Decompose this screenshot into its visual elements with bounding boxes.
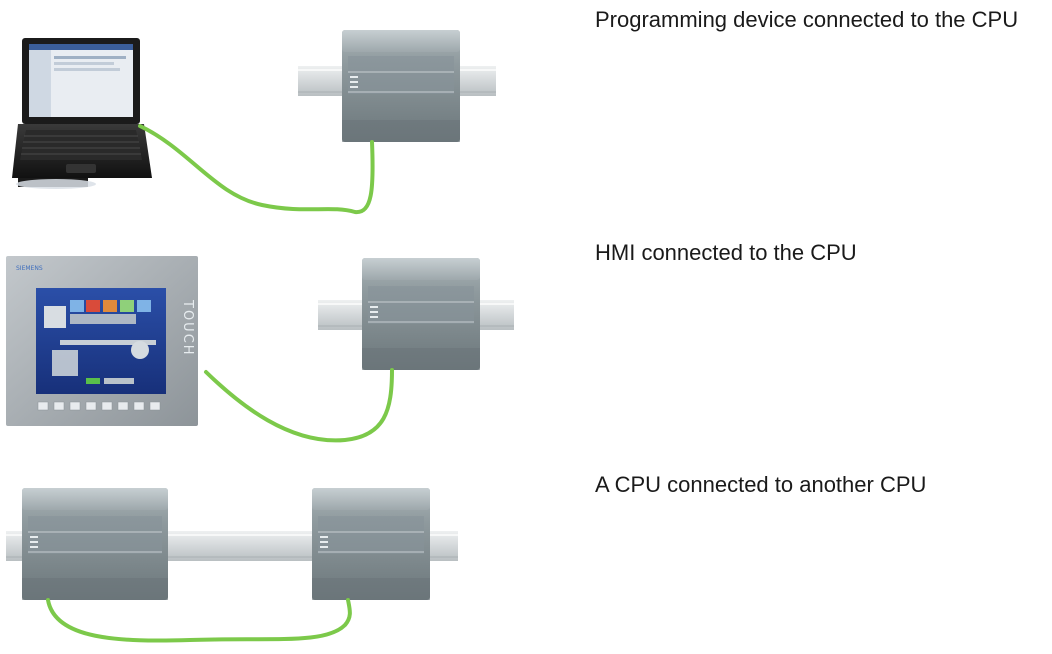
hmi-brand-label: SIEMENS: [16, 265, 43, 272]
caption-cpu-to-cpu: A CPU connected to another CPU: [595, 472, 927, 497]
hmi-panel-icon: SIEMENS TOUCH: [6, 256, 198, 426]
plc-cpu-icon: [362, 258, 480, 370]
laptop-icon: [12, 38, 152, 178]
ethernet-cable-icon: [138, 124, 375, 215]
network-diagram: SIEMENS TOUCH: [6, 30, 514, 643]
plc-cpu-icon: [22, 488, 168, 600]
caption-hmi: HMI connected to the CPU: [595, 240, 857, 265]
hmi-touch-label: TOUCH: [180, 299, 195, 357]
ethernet-cable-icon: [46, 598, 352, 643]
caption-programming-device: Programming device connected to the CPU: [595, 7, 1019, 32]
plc-cpu-icon: [342, 30, 460, 142]
plc-cpu-icon: [312, 488, 430, 600]
cd-tray-icon: [16, 178, 96, 189]
ethernet-cable-icon: [204, 368, 394, 443]
